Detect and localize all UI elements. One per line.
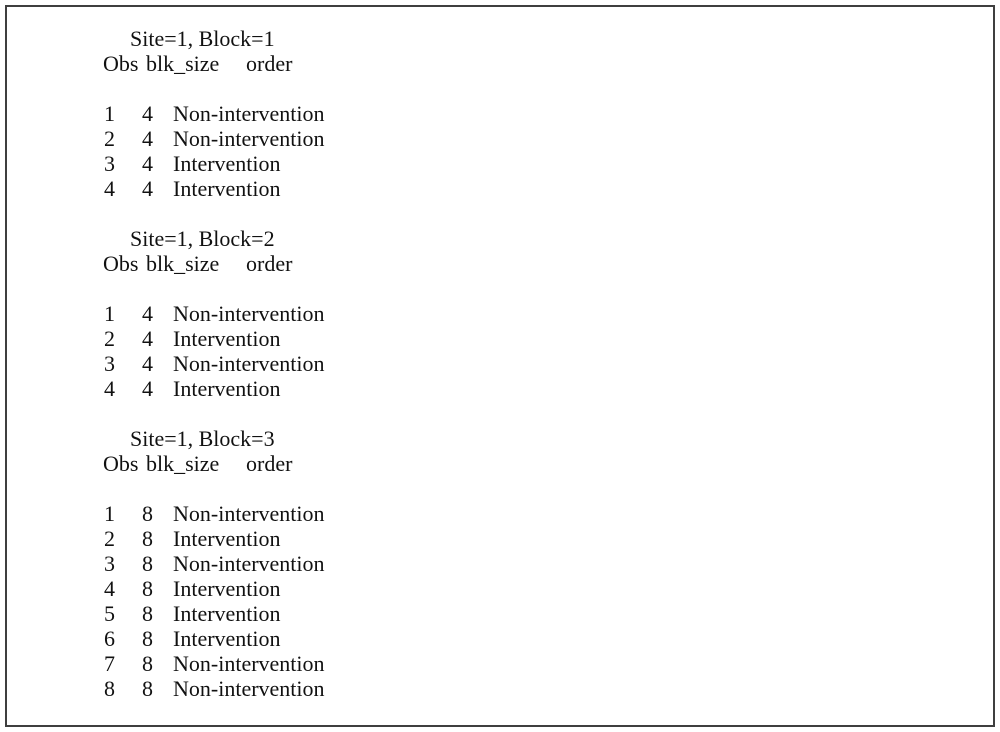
obs-value: 2 bbox=[104, 326, 115, 351]
blk-size-value: 4 bbox=[142, 101, 153, 126]
table-row: 2 8 Intervention bbox=[100, 526, 281, 551]
obs-value: 4 bbox=[104, 376, 115, 401]
by-group-block-3: Site=1, Block=3 Obs blk_size order 1 8 N… bbox=[100, 426, 325, 701]
column-header-obs: Obs bbox=[103, 51, 139, 76]
table-row: 4 4 Intervention bbox=[100, 176, 281, 201]
order-value: Intervention bbox=[173, 176, 281, 201]
table-row: 4 8 Intervention bbox=[100, 576, 281, 601]
blk-size-value: 4 bbox=[142, 326, 153, 351]
table-row: 2 4 Non-intervention bbox=[100, 126, 325, 151]
by-group-block-2: Site=1, Block=2 Obs blk_size order 1 4 N… bbox=[100, 226, 325, 426]
obs-value: 3 bbox=[104, 351, 115, 376]
obs-value: 3 bbox=[104, 551, 115, 576]
order-value: Non-intervention bbox=[173, 101, 325, 126]
column-header-obs: Obs bbox=[103, 451, 139, 476]
table-row: 7 8 Non-intervention bbox=[100, 651, 325, 676]
by-group-title: Site=1, Block=2 bbox=[130, 226, 275, 251]
blk-size-value: 8 bbox=[142, 626, 153, 651]
by-group-title: Site=1, Block=3 bbox=[130, 426, 275, 451]
order-value: Intervention bbox=[173, 576, 281, 601]
obs-value: 3 bbox=[104, 151, 115, 176]
order-value: Non-intervention bbox=[173, 301, 325, 326]
order-value: Intervention bbox=[173, 526, 281, 551]
obs-value: 7 bbox=[104, 651, 115, 676]
table-row: 6 8 Intervention bbox=[100, 626, 281, 651]
column-header-order: order bbox=[246, 51, 293, 76]
table-row: 8 8 Non-intervention bbox=[100, 676, 325, 701]
table-row: 2 4 Intervention bbox=[100, 326, 281, 351]
order-value: Non-intervention bbox=[173, 126, 325, 151]
table-row: 1 8 Non-intervention bbox=[100, 501, 325, 526]
column-header-blk-size: blk_size bbox=[146, 251, 220, 276]
blk-size-value: 4 bbox=[142, 351, 153, 376]
listing-output: Site=1, Block=1 Obs blk_size order 1 4 N… bbox=[100, 26, 325, 701]
table-row: 1 4 Non-intervention bbox=[100, 101, 325, 126]
blk-size-value: 8 bbox=[142, 651, 153, 676]
obs-value: 5 bbox=[104, 601, 115, 626]
order-value: Non-intervention bbox=[173, 501, 325, 526]
column-header-order: order bbox=[246, 451, 293, 476]
blk-size-value: 4 bbox=[142, 176, 153, 201]
table-row: 3 4 Non-intervention bbox=[100, 351, 325, 376]
blk-size-value: 8 bbox=[142, 526, 153, 551]
table-row: 3 4 Intervention bbox=[100, 151, 281, 176]
blank-line bbox=[100, 201, 275, 226]
blank-line bbox=[100, 76, 275, 101]
order-value: Intervention bbox=[173, 326, 281, 351]
blk-size-value: 8 bbox=[142, 676, 153, 701]
table-row: 5 8 Intervention bbox=[100, 601, 281, 626]
table-row: 4 4 Intervention bbox=[100, 376, 281, 401]
obs-value: 2 bbox=[104, 126, 115, 151]
obs-value: 1 bbox=[104, 301, 115, 326]
by-group-title: Site=1, Block=1 bbox=[130, 26, 275, 51]
obs-value: 1 bbox=[104, 101, 115, 126]
blk-size-value: 4 bbox=[142, 126, 153, 151]
blk-size-value: 8 bbox=[142, 551, 153, 576]
column-header-row: Obs blk_size order bbox=[100, 51, 292, 76]
blank-line bbox=[100, 276, 275, 301]
column-header-blk-size: blk_size bbox=[146, 51, 220, 76]
obs-value: 2 bbox=[104, 526, 115, 551]
order-value: Non-intervention bbox=[173, 676, 325, 701]
obs-value: 4 bbox=[104, 576, 115, 601]
obs-value: 4 bbox=[104, 176, 115, 201]
order-value: Intervention bbox=[173, 151, 281, 176]
order-value: Intervention bbox=[173, 626, 281, 651]
column-header-blk-size: blk_size bbox=[146, 451, 220, 476]
blk-size-value: 8 bbox=[142, 501, 153, 526]
table-row: 3 8 Non-intervention bbox=[100, 551, 325, 576]
blk-size-value: 4 bbox=[142, 376, 153, 401]
column-header-order: order bbox=[246, 251, 293, 276]
order-value: Intervention bbox=[173, 376, 281, 401]
blk-size-value: 8 bbox=[142, 576, 153, 601]
blk-size-value: 4 bbox=[142, 301, 153, 326]
obs-value: 8 bbox=[104, 676, 115, 701]
column-header-row: Obs blk_size order bbox=[100, 451, 292, 476]
order-value: Non-intervention bbox=[173, 651, 325, 676]
blk-size-value: 8 bbox=[142, 601, 153, 626]
column-header-obs: Obs bbox=[103, 251, 139, 276]
order-value: Non-intervention bbox=[173, 551, 325, 576]
blk-size-value: 4 bbox=[142, 151, 153, 176]
order-value: Non-intervention bbox=[173, 351, 325, 376]
blank-line bbox=[100, 476, 275, 501]
obs-value: 6 bbox=[104, 626, 115, 651]
obs-value: 1 bbox=[104, 501, 115, 526]
column-header-row: Obs blk_size order bbox=[100, 251, 292, 276]
blank-line bbox=[100, 401, 275, 426]
by-group-block-1: Site=1, Block=1 Obs blk_size order 1 4 N… bbox=[100, 26, 325, 226]
output-frame: Site=1, Block=1 Obs blk_size order 1 4 N… bbox=[5, 5, 995, 727]
table-row: 1 4 Non-intervention bbox=[100, 301, 325, 326]
order-value: Intervention bbox=[173, 601, 281, 626]
